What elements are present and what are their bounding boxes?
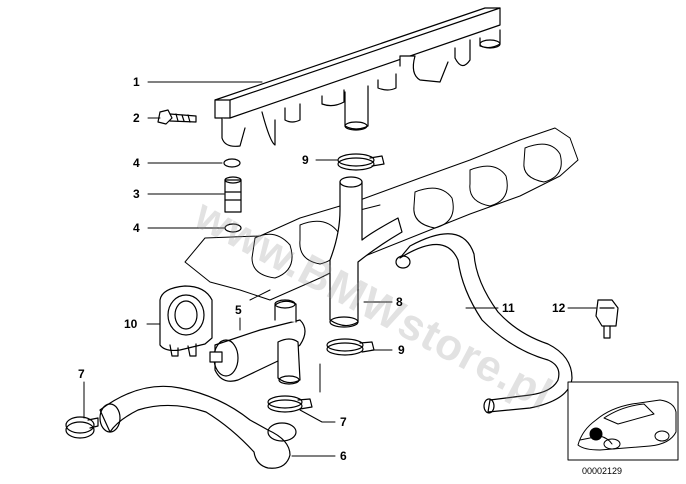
hose-clamp-part9-upper — [337, 153, 385, 171]
callout-7-right: 7 — [340, 415, 347, 429]
hose-clamp-part7-right — [267, 395, 313, 413]
fuel-rail-part1 — [214, 7, 501, 147]
idle-valve-part5 — [209, 299, 306, 385]
leader-lines — [83, 81, 597, 457]
o-ring-part4-lower — [224, 223, 242, 233]
callout-1: 1 — [133, 75, 140, 89]
callout-2: 2 — [133, 111, 140, 125]
hose-clamp-part7-left — [65, 416, 99, 439]
callout-3: 3 — [133, 187, 140, 201]
callout-9-lower: 9 — [398, 343, 405, 357]
callout-4-lower: 4 — [133, 221, 140, 235]
callout-6: 6 — [340, 449, 347, 463]
callout-4-upper: 4 — [133, 156, 140, 170]
bolt-part2 — [157, 109, 197, 125]
vehicle-location-inset — [567, 381, 679, 461]
callout-7-left: 7 — [78, 367, 85, 381]
hose-clamp-part9-lower — [326, 338, 375, 356]
callout-9-upper: 9 — [302, 153, 309, 167]
o-ring-part4-upper — [223, 158, 241, 168]
connector-part3 — [224, 176, 242, 213]
callout-8: 8 — [396, 295, 403, 309]
t-pipe-part8 — [329, 176, 403, 328]
callout-10: 10 — [124, 317, 138, 331]
clip-part12 — [595, 299, 619, 339]
callout-11: 11 — [502, 301, 515, 315]
grommet-part10 — [159, 285, 213, 357]
location-dot — [589, 427, 603, 441]
hose-part6 — [99, 385, 297, 469]
callout-12: 12 — [552, 301, 566, 315]
callout-5: 5 — [235, 303, 242, 317]
hose-part11 — [395, 233, 573, 414]
diagram-part-number: 00002129 — [582, 466, 623, 476]
